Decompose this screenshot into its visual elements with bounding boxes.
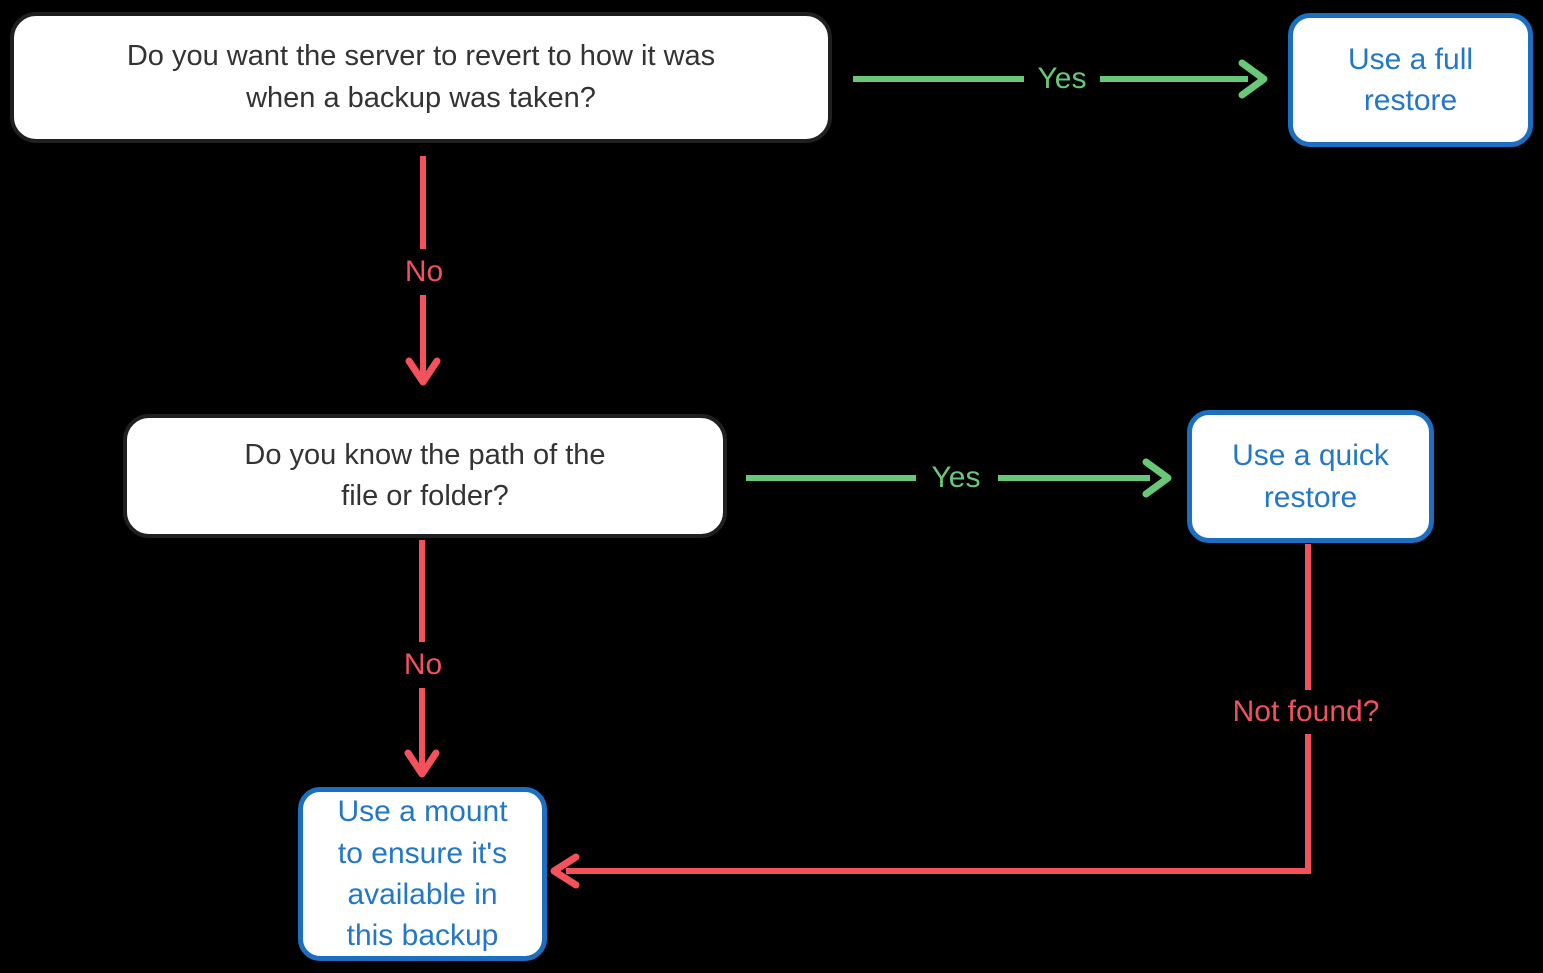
edge-q1-yes-arrowhead <box>1238 59 1268 99</box>
node-use-full-restore: Use a full restore <box>1288 13 1533 147</box>
edge-not-found-arrowhead <box>550 853 580 889</box>
edge-not-found-line-elbow <box>566 734 1311 874</box>
node-question-know-path: Do you know the path of the file or fold… <box>123 414 727 538</box>
node-use-mount: Use a mount to ensure it's available in … <box>298 787 547 961</box>
edge-label-q1-no: No <box>398 255 450 289</box>
edge-label-not-found: Not found? <box>1226 695 1386 729</box>
edge-q2-yes-arrowhead <box>1142 458 1172 498</box>
node-question-revert-to-backup: Do you want the server to revert to how … <box>10 12 832 143</box>
edge-label-q1-yes: Yes <box>1031 62 1093 96</box>
node-use-quick-restore: Use a quick restore <box>1187 410 1434 543</box>
edge-q1-no-arrowhead <box>405 357 441 386</box>
edge-label-q2-yes: Yes <box>925 461 987 495</box>
edge-label-q2-no: No <box>397 648 449 682</box>
edge-q2-no-arrowhead <box>404 749 440 778</box>
